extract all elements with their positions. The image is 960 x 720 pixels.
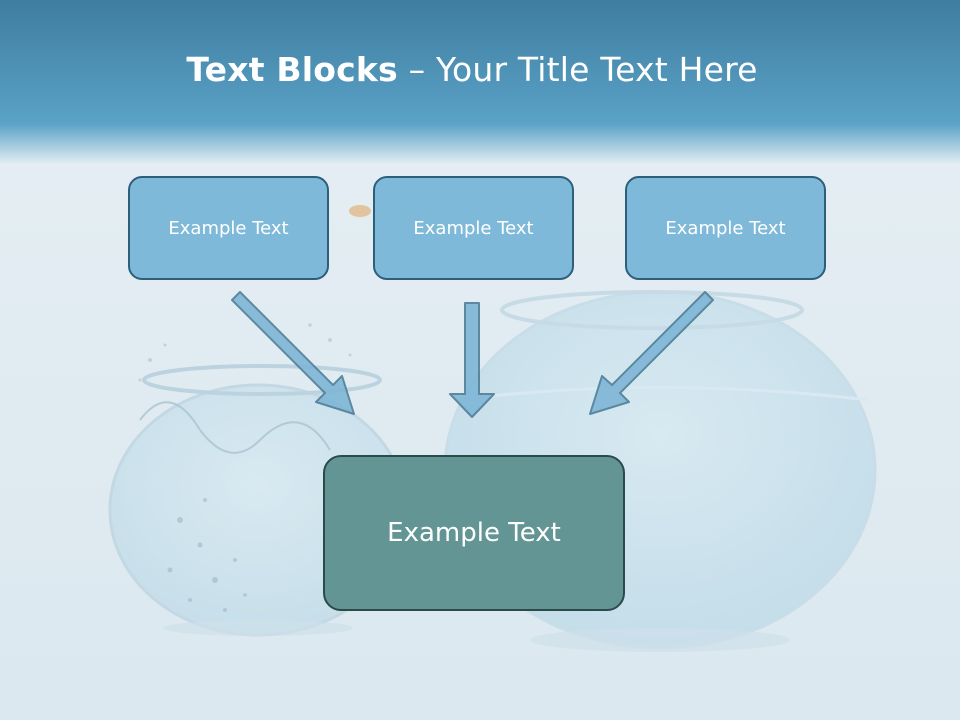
- text-block-3-label: Example Text: [665, 217, 786, 239]
- text-block-3[interactable]: Example Text: [625, 176, 826, 280]
- text-block-2-label: Example Text: [413, 217, 534, 239]
- main-text-block-label: Example Text: [387, 518, 561, 548]
- text-block-2[interactable]: Example Text: [373, 176, 574, 280]
- text-block-1-label: Example Text: [168, 217, 289, 239]
- text-block-1[interactable]: Example Text: [128, 176, 329, 280]
- main-text-block[interactable]: Example Text: [323, 455, 625, 611]
- slide-title: Text Blocks – Your Title Text Here: [0, 50, 944, 89]
- slide-title-dash: –: [397, 50, 436, 89]
- slide-title-bold: Text Blocks: [186, 50, 398, 89]
- slide-title-rest: Your Title Text Here: [435, 50, 758, 89]
